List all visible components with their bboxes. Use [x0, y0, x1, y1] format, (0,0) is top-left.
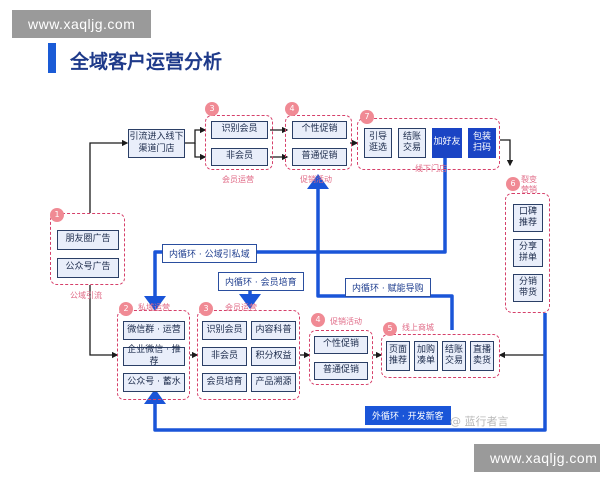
group-promo-top-label: 促销活动 [300, 175, 332, 184]
group-promo-bottom-label: 促销活动 [330, 317, 362, 326]
node-identify-member-top: 识别会员 [211, 121, 268, 139]
connector-store-to-fission [500, 139, 514, 167]
node-add-to-cart: 加购 凑单 [414, 341, 438, 371]
node-checkout-offline: 结账 交易 [398, 128, 426, 158]
loop-inner-empower-arrowhead [307, 174, 329, 189]
group-offline-store-label: 线下门店 [415, 164, 447, 173]
node-live-selling: 直播 卖货 [470, 341, 494, 371]
group-member-ops-bottom-label: 会员运营 [225, 303, 257, 312]
group-offline-store [357, 118, 500, 170]
flow-label-inner-private: 内循环 · 公域引私域 [162, 244, 257, 263]
group-public-traffic-label: 公域引流 [70, 291, 102, 300]
node-wechat-group: 微信群 · 运营 [123, 321, 185, 340]
badge-7: 7 [360, 110, 374, 124]
group-private-ops-label: 私域运营 [138, 303, 170, 312]
connector-entry-to-member-top [185, 126, 207, 144]
badge-5: 5 [383, 322, 397, 336]
group-promo-top [285, 115, 352, 170]
node-content-education: 内容科普 [251, 321, 296, 340]
connector-entry-to-nonmember-top [194, 143, 207, 161]
badge-4-bottom: 4 [311, 313, 325, 327]
node-normal-promo-top: 普通促销 [292, 148, 347, 166]
node-entry-offline-store: 引流进入线下渠道门店 [128, 129, 185, 158]
badge-3-top: 3 [205, 102, 219, 116]
node-official-reserve: 公众号 · 蓄水 [123, 373, 185, 392]
node-moments-ad: 朋友圈广告 [57, 230, 119, 250]
node-guide-browse: 引导 逛选 [364, 128, 392, 158]
node-product-trace: 产品溯源 [251, 373, 296, 392]
group-promo-bottom [309, 330, 373, 385]
loop-inner-empower-line [316, 185, 454, 330]
source-credit: @ 蓝行者言 [450, 415, 509, 428]
node-official-ad: 公众号广告 [57, 258, 119, 278]
group-fission-marketing [505, 193, 550, 313]
group-online-mall-label: 线上商城 [402, 323, 434, 332]
node-normal-promo-bottom: 普通促销 [314, 362, 368, 380]
group-private-ops [117, 310, 190, 400]
badge-3-bottom: 3 [199, 302, 213, 316]
loop-inner-private-line [153, 152, 447, 300]
node-add-friend: 加好友 [432, 128, 462, 158]
group-fission-marketing-label: 裂变营销 [521, 175, 537, 194]
node-points-benefits: 积分权益 [251, 347, 296, 366]
node-share-group-buy: 分享 拼单 [513, 239, 543, 267]
node-page-recommend: 页面 推荐 [386, 341, 410, 371]
diagram-title: 全域客户运营分析 [70, 51, 223, 73]
node-checkout-online: 结账 交易 [442, 341, 466, 371]
node-distribution-sales: 分销 带货 [513, 274, 543, 302]
node-non-member-bottom: 非会员 [202, 347, 247, 366]
node-non-member-top: 非会员 [211, 148, 268, 166]
node-member-nurture: 会员培育 [202, 373, 247, 392]
node-wecom-recommend: 企业微信 · 推荐 [123, 345, 185, 367]
flow-label-inner-empower: 内循环 · 赋能导购 [345, 278, 431, 297]
flow-label-inner-member: 内循环 · 会员培育 [218, 272, 304, 291]
loop-inner-member-arrowhead [239, 294, 261, 309]
connector-g1-to-entry [89, 139, 129, 213]
badge-4-top: 4 [285, 102, 299, 116]
node-identify-member-bottom: 识别会员 [202, 321, 247, 340]
group-public-traffic [50, 213, 125, 285]
loop-outer-new-line [153, 313, 547, 432]
loop-inner-private-arrowhead [144, 296, 166, 311]
connector-g1-to-private [89, 285, 119, 359]
flow-label-outer-new: 外循环 · 开发新客 [365, 406, 451, 425]
node-personal-promo-bottom: 个性促销 [314, 336, 368, 354]
node-package-scan: 包装 扫码 [468, 128, 496, 158]
title-accent-bar [48, 43, 56, 73]
node-word-of-mouth: 口碑 推荐 [513, 204, 543, 232]
loop-outer-new-arrowhead [144, 389, 166, 404]
badge-6: 6 [506, 177, 520, 191]
connector-fission-to-mall [498, 313, 546, 359]
group-online-mall [381, 334, 500, 378]
badge-1: 1 [50, 208, 64, 222]
watermark-bottom: www.xaqljg.com [474, 444, 600, 472]
group-member-ops-bottom [197, 310, 300, 400]
node-personal-promo-top: 个性促销 [292, 121, 347, 139]
watermark-top: www.xaqljg.com [12, 10, 152, 38]
group-member-ops-top-label: 会员运营 [222, 175, 254, 184]
badge-2: 2 [119, 302, 133, 316]
group-member-ops-top [205, 115, 273, 170]
